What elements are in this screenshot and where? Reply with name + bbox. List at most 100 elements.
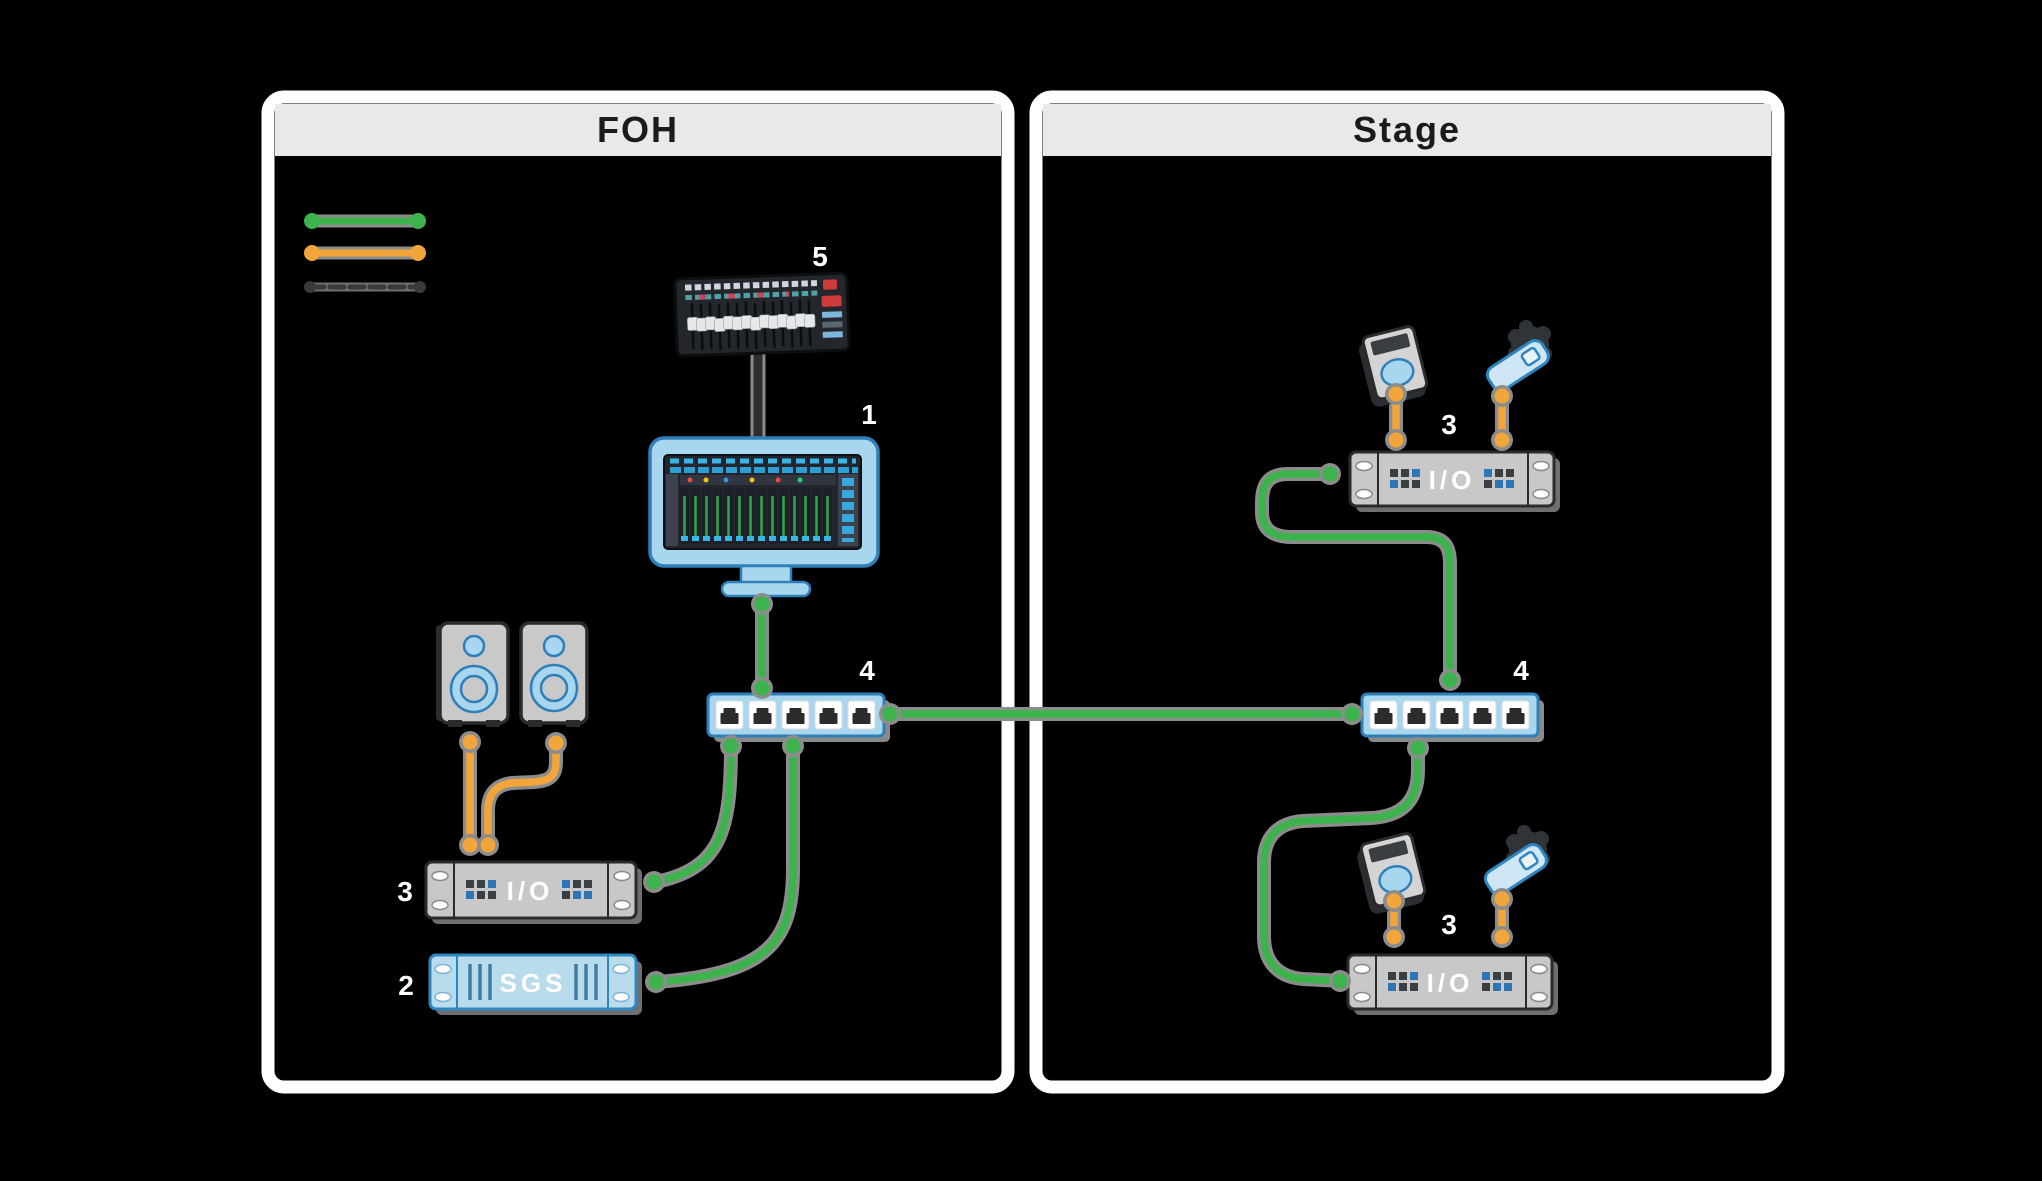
ethernet-port <box>715 700 744 730</box>
screen-dot <box>749 477 755 483</box>
net-cable-stage-switch-to-io-bottom <box>1260 742 1422 985</box>
sgs-vents <box>468 964 598 1000</box>
foh-panel-title: FOH <box>597 109 679 150</box>
screen-channel-strip <box>766 486 779 546</box>
rack-screw <box>1530 991 1548 1003</box>
rack-screw <box>612 991 630 1003</box>
woofer-cone <box>459 674 489 704</box>
screen-dot <box>723 477 729 483</box>
legend <box>304 213 426 293</box>
io-body <box>1348 450 1556 508</box>
rack-screw <box>1530 963 1548 975</box>
screen-channel-strip <box>722 486 735 546</box>
legend-dark-dot <box>304 281 316 293</box>
fader-controller <box>673 271 851 358</box>
net-cable-halo <box>649 737 738 889</box>
stage-panel-header <box>1043 104 1771 156</box>
controller-gray-display <box>822 321 843 328</box>
stage-panel: Stage <box>1029 90 1785 1094</box>
sgs-server: SGS <box>428 953 642 1015</box>
tweeter <box>462 634 486 658</box>
rack-screw <box>612 963 630 975</box>
screen-plugin-rack <box>680 475 836 485</box>
ethernet-port <box>814 700 843 730</box>
rack-screw <box>613 870 631 882</box>
legend-orange-dot <box>304 245 320 261</box>
speaker-pair <box>436 621 589 727</box>
legend-green-dot <box>304 213 320 229</box>
screen-dot <box>797 477 803 483</box>
io-rack-foh: I/O <box>424 860 642 924</box>
io-rack-stage-bottom: I/O <box>1346 953 1558 1015</box>
screen-channel-strip <box>744 486 757 546</box>
ethernet-port <box>1402 700 1431 730</box>
network-switch-foh <box>706 692 890 742</box>
net-cable-foh-switch-to-io <box>652 740 735 886</box>
screen-channel-strip <box>689 486 702 546</box>
legend-green-dot <box>410 213 426 229</box>
io-body <box>424 860 638 920</box>
ethernet-port <box>1369 700 1398 730</box>
screen-dot <box>687 477 693 483</box>
io-rack-stage-top: I/O <box>1348 450 1560 512</box>
cable-endpoints <box>459 383 1513 993</box>
analog-cable-halo <box>481 734 563 854</box>
screen-channel-strip <box>700 486 713 546</box>
screen-channel-strip <box>799 486 812 546</box>
ethernet-port <box>781 700 810 730</box>
screen-channel-strip <box>755 486 768 546</box>
rack-screw <box>1353 991 1371 1003</box>
monitor-stand-neck <box>739 564 793 585</box>
speaker-left <box>436 621 510 727</box>
sgs-label: SGS <box>500 968 567 998</box>
screen-left-panel <box>666 474 678 546</box>
marker-4-foh: 4 <box>859 655 875 686</box>
screen-dot <box>703 477 709 483</box>
rack-screw <box>1355 488 1373 500</box>
screen-channel-strip <box>788 486 801 546</box>
screen-channel-strip <box>777 486 790 546</box>
marker-3-foh: 3 <box>397 876 413 907</box>
net-cable-stage-io-top-to-switch <box>1258 470 1454 686</box>
legend-dark-dot <box>414 281 426 293</box>
ethernet-port <box>1435 700 1464 730</box>
controller-red-button <box>821 295 842 307</box>
analog-cable-speaker2-to-io <box>484 737 560 851</box>
network-switch-stage <box>1360 692 1544 742</box>
controller-red-display <box>822 279 838 290</box>
screen-channel-strip <box>810 486 823 546</box>
ethernet-port <box>1501 700 1530 730</box>
ethernet-port <box>1468 700 1497 730</box>
io-label: I/O <box>507 876 554 906</box>
foh-panel-header <box>275 104 1001 156</box>
rack-screw <box>434 991 452 1003</box>
marker-1: 1 <box>861 399 877 430</box>
screen-dot <box>775 477 781 483</box>
io-label: I/O <box>1427 968 1474 998</box>
marker-3-stage-bottom: 3 <box>1441 909 1457 940</box>
select-button-row <box>685 290 818 301</box>
controller-blue-display <box>821 311 843 318</box>
marker-2: 2 <box>398 970 414 1001</box>
rack-screw <box>613 899 631 911</box>
foh-panel-border <box>261 90 1015 1094</box>
rack-screw <box>1532 488 1550 500</box>
ethernet-port <box>748 700 777 730</box>
cables <box>463 342 1509 989</box>
io-label: I/O <box>1429 465 1476 495</box>
ethernet-port <box>847 700 876 730</box>
rack-screw <box>1353 963 1371 975</box>
screen-channel-strip <box>711 486 724 546</box>
net-cable-foh-switch-to-sgs <box>652 740 797 986</box>
marker-5: 5 <box>812 241 828 272</box>
screen-channel-strip <box>821 486 834 546</box>
rack-screw <box>431 870 449 882</box>
legend-orange-dot <box>410 245 426 261</box>
screen-channel-strip <box>733 486 746 546</box>
computer-monitor <box>648 436 880 598</box>
stage-panel-title: Stage <box>1353 109 1461 150</box>
speaker-right <box>519 621 589 727</box>
woofer-cone <box>539 673 569 703</box>
